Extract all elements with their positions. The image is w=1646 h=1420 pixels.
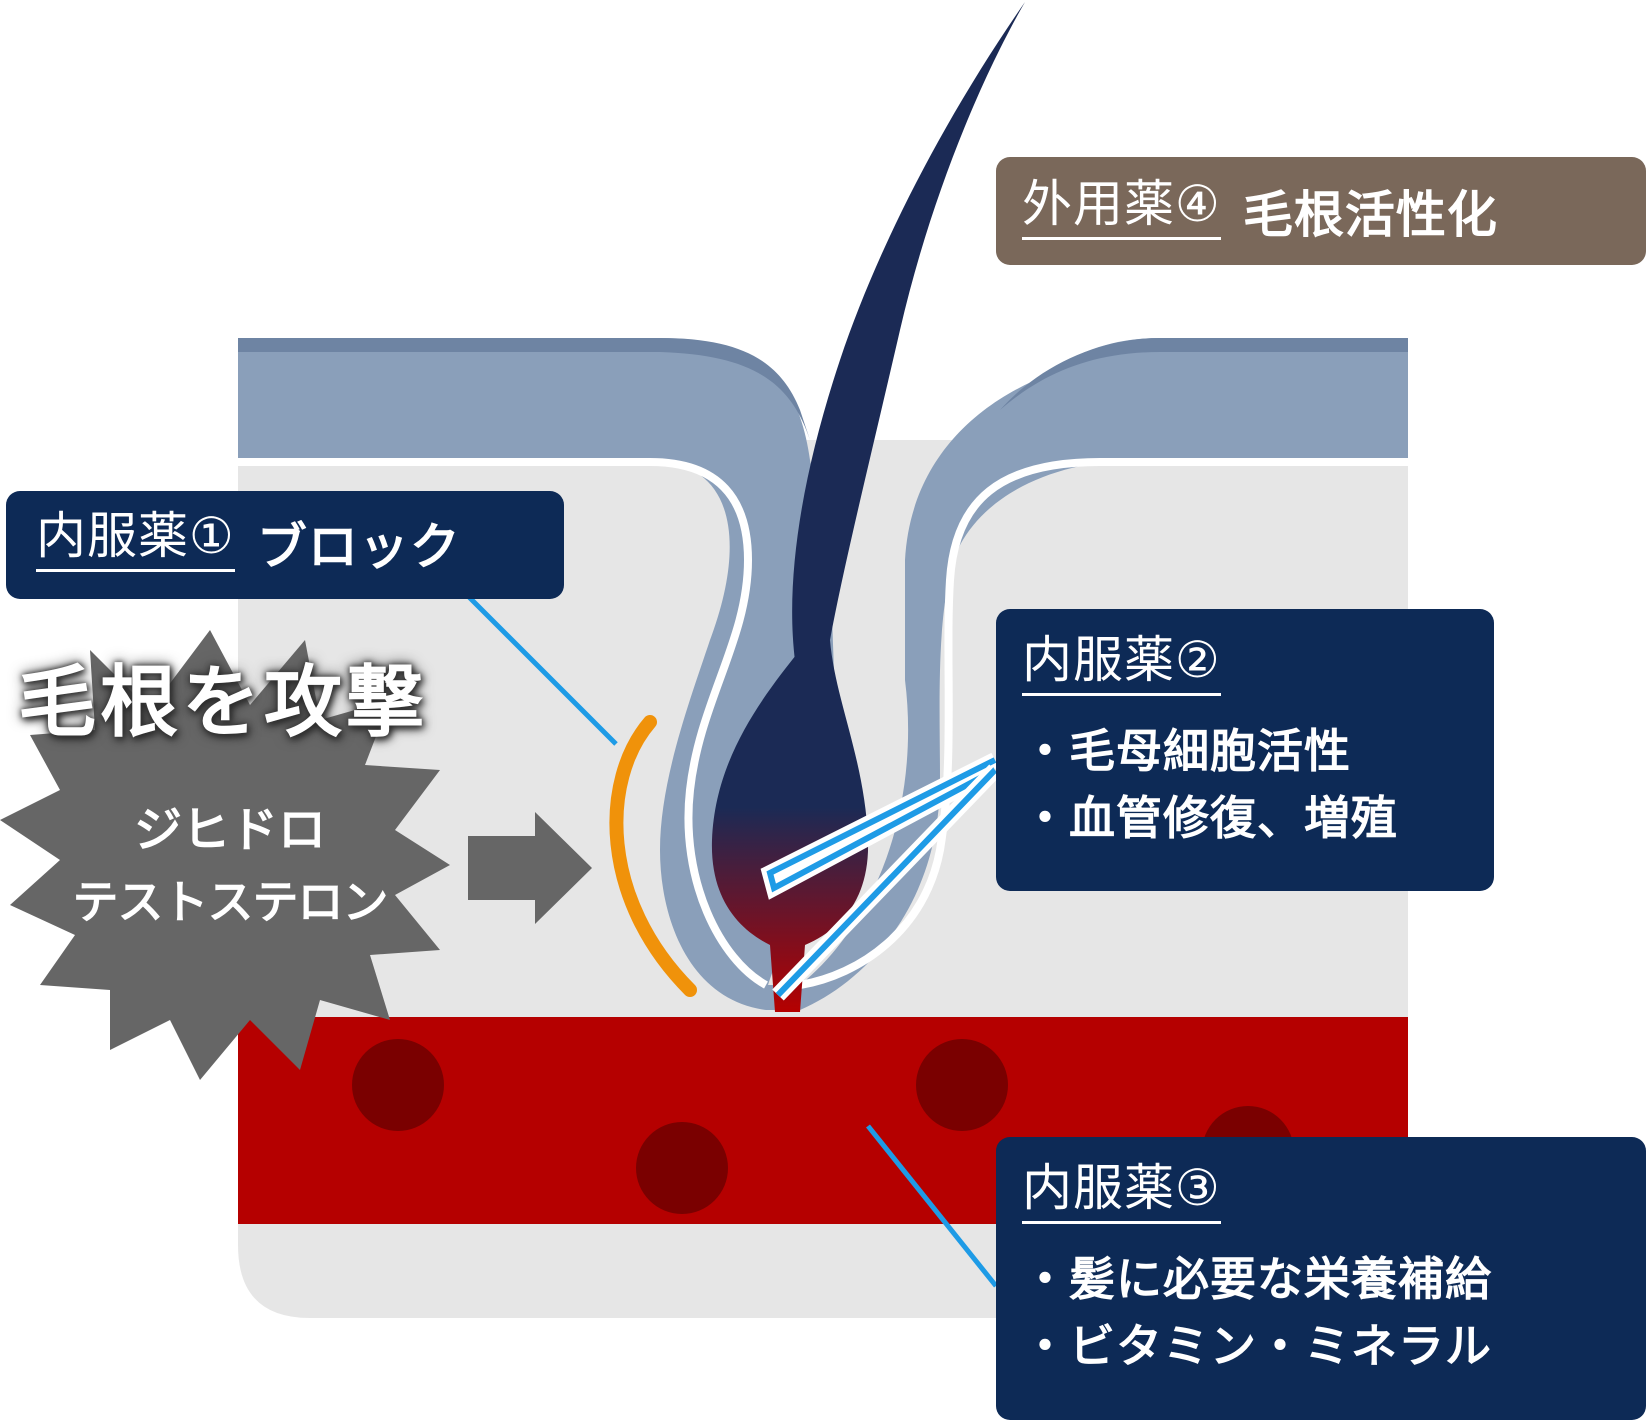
blood-cell xyxy=(352,1039,444,1131)
oral-medicine-2-item: ・血管修復、増殖 xyxy=(1022,790,1398,845)
hormone-name-line1: ジヒドロ xyxy=(133,802,326,858)
hormone-name-line2: テストステロン xyxy=(72,875,389,929)
follicle-outline xyxy=(238,458,768,989)
callout-line-oral1 xyxy=(448,576,618,746)
blood-cell xyxy=(636,1122,728,1214)
attack-arrow xyxy=(468,812,592,924)
oral-medicine-3-item: ・髪に必要な栄養補給 xyxy=(1022,1252,1492,1306)
dht-burst xyxy=(0,630,450,1080)
callout-line-oral2 xyxy=(766,757,997,893)
topical-medicine-4-label: 外用薬④ 毛根活性化 xyxy=(996,157,1646,265)
follicle-outline xyxy=(799,458,1408,989)
oral-medicine-3-heading: 内服薬③ xyxy=(1022,1163,1221,1224)
hair-shaft xyxy=(792,2,1025,690)
oral-medicine-2-item: ・毛母細胞活性 xyxy=(1022,724,1351,778)
attack-caption: 毛根を攻撃 xyxy=(18,658,429,748)
oral-medicine-2-label: 内服薬② ・毛母細胞活性 ・血管修復、増殖 xyxy=(996,609,1494,891)
oral-medicine-3-item: ・ビタミン・ミネラル xyxy=(1022,1318,1492,1373)
block-barrier-arc xyxy=(609,715,697,997)
epidermis-top-edge xyxy=(238,338,810,440)
blood-cell xyxy=(916,1039,1008,1131)
oral-medicine-1-effect: ブロック xyxy=(256,518,461,576)
epidermis-top-edge xyxy=(1000,338,1408,410)
hair-bulb xyxy=(711,640,869,1012)
oral-medicine-1-heading: 内服薬① xyxy=(36,511,235,572)
topical-medicine-4-effect: 毛根活性化 xyxy=(1242,186,1498,244)
oral-medicine-3-label: 内服薬③ ・髪に必要な栄養補給 ・ビタミン・ミネラル xyxy=(996,1137,1646,1420)
oral-medicine-1-label: 内服薬① ブロック xyxy=(6,491,564,599)
topical-medicine-4-heading: 外用薬④ xyxy=(1022,179,1221,240)
callout-line-oral3 xyxy=(866,1124,998,1288)
callout-line-oral2 xyxy=(775,767,998,998)
oral-medicine-2-heading: 内服薬② xyxy=(1022,635,1221,696)
